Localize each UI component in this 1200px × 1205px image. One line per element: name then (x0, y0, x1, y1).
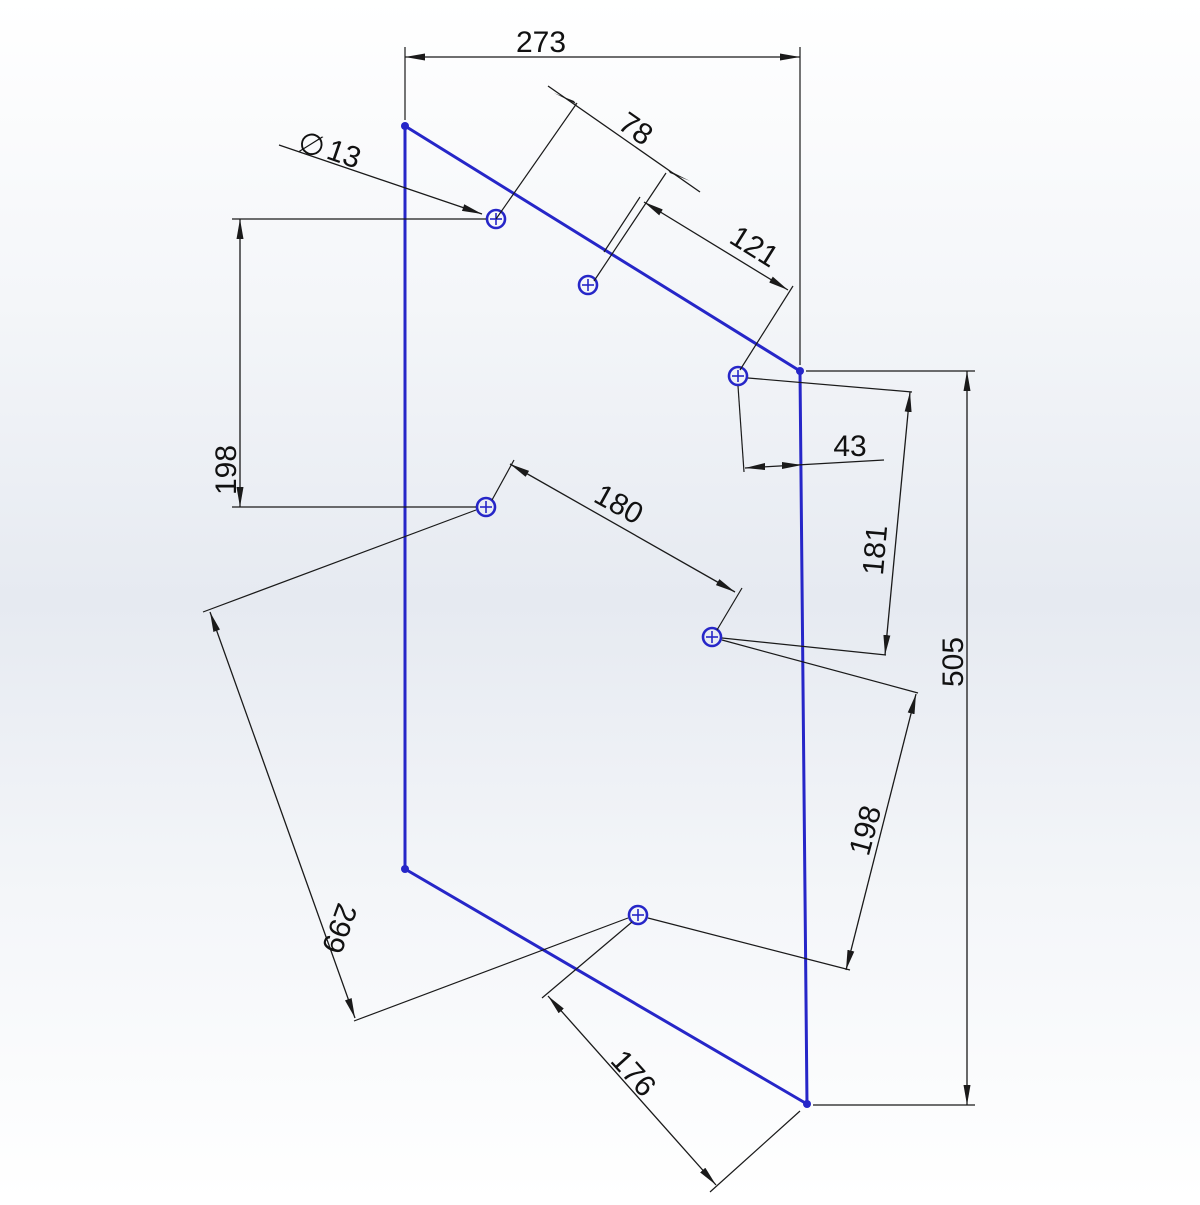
hole-circle-icon[interactable] (727, 365, 749, 387)
dimension-43[interactable]: 43 (737, 385, 885, 473)
profile-edge-bottom-slant[interactable] (403, 867, 809, 1106)
profile-edge-right[interactable] (798, 369, 809, 1106)
hole-5[interactable] (701, 626, 723, 648)
vertex-bottom-right[interactable] (803, 1100, 811, 1108)
hole-3[interactable] (727, 365, 749, 387)
dimension-label[interactable]: 505 (937, 637, 970, 687)
hole-circle-icon[interactable] (701, 626, 723, 648)
arrowhead (554, 93, 576, 104)
arrowhead (668, 170, 690, 181)
hole-2[interactable] (577, 274, 599, 296)
extension-line (721, 639, 919, 694)
dimension-273[interactable]: 273 (404, 26, 801, 365)
hole-circle-icon[interactable] (627, 904, 649, 926)
dimension-label[interactable]: 181 (857, 524, 894, 577)
extension-line (541, 921, 633, 999)
extension-line (593, 172, 667, 282)
extension-line (603, 196, 641, 253)
hole-6[interactable] (627, 904, 649, 926)
arrowhead (782, 462, 802, 469)
dimension-line (509, 463, 736, 593)
dimension-line (744, 459, 885, 469)
dimension-181[interactable]: 181 (721, 377, 913, 656)
profile-edge-top-slant[interactable] (403, 124, 802, 373)
vertex-bottom-left[interactable] (401, 865, 409, 873)
dimension-label[interactable]: 273 (516, 26, 566, 59)
dimension-505[interactable]: 505 (806, 370, 975, 1106)
dimension-line (643, 201, 789, 291)
arrowhead (745, 463, 765, 470)
extension-line (709, 1110, 801, 1193)
dimension-label[interactable]: 198 (210, 445, 243, 495)
extension-line (739, 285, 794, 371)
extension-line (202, 509, 477, 613)
extension-line (353, 917, 629, 1022)
hole-circle-icon[interactable] (577, 274, 599, 296)
hole-4[interactable] (475, 496, 497, 518)
hole-circle-icon[interactable] (475, 496, 497, 518)
dimension-line (209, 611, 356, 1019)
hole-circle-icon[interactable] (485, 208, 507, 230)
vertex-top-left[interactable] (401, 122, 409, 130)
dimension-line (845, 693, 917, 971)
extension-line (716, 587, 743, 631)
extension-line (647, 917, 851, 971)
leader-line (278, 144, 483, 215)
dimension-198-left[interactable]: 198 (210, 218, 486, 508)
vertex-top-right[interactable] (796, 367, 804, 375)
extension-line (495, 102, 578, 220)
sketch-profile[interactable] (401, 122, 811, 1108)
dimension-line (883, 391, 912, 656)
extension-line (747, 377, 913, 393)
extension-line (721, 637, 887, 656)
dimension-label[interactable]: 43 (833, 430, 866, 463)
extension-line (737, 385, 745, 473)
dimension-line (547, 995, 717, 1186)
